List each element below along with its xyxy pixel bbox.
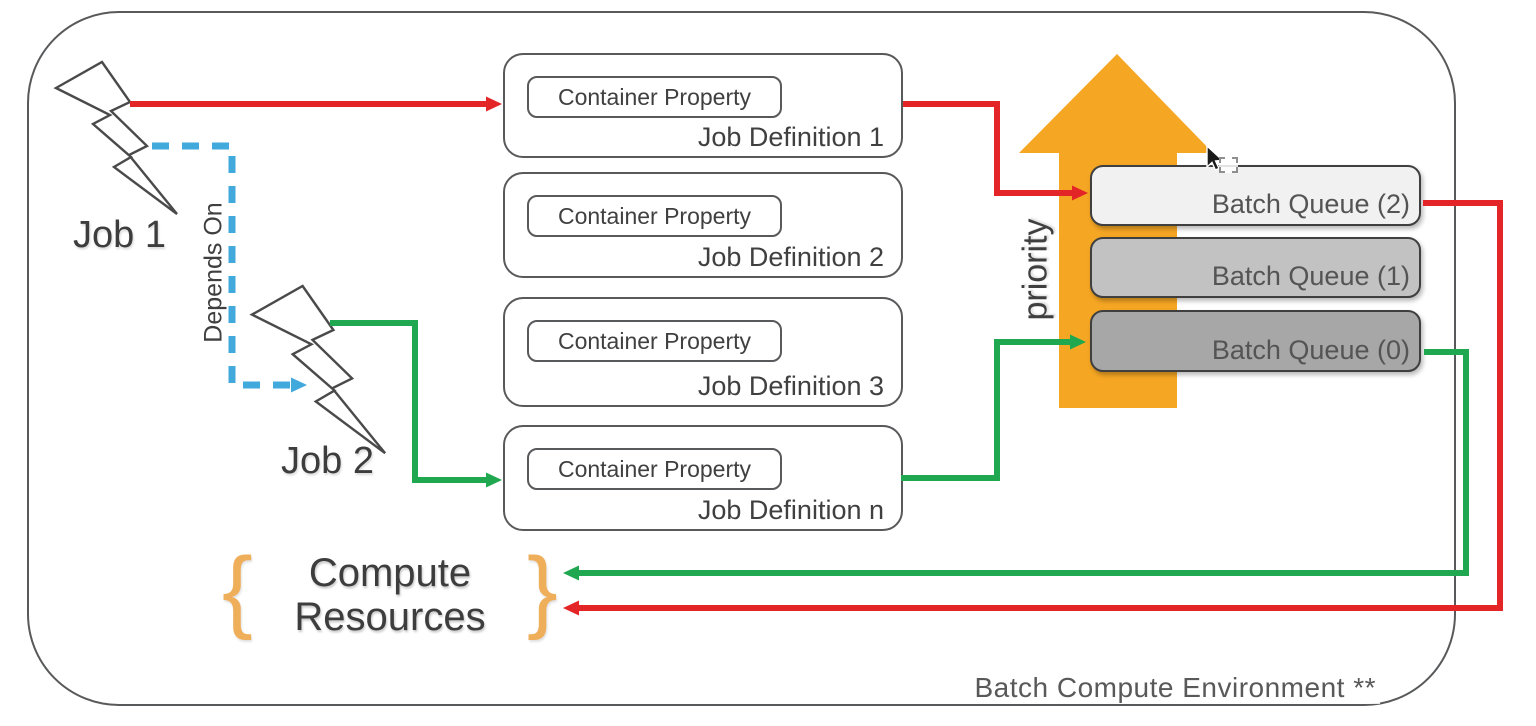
job-definition-1-box[interactable]: Container Property Job Definition 1 [503,53,903,158]
open-brace-icon: { [222,539,253,641]
job-definition-2-box[interactable]: Container Property Job Definition 2 [503,172,903,278]
compute-resources-line2: Resources [294,595,486,639]
job-2-label: Job 2 [281,440,374,482]
depends-on-label: Depends On [199,202,228,343]
selection-ants-box[interactable] [1219,157,1238,173]
container-property-box[interactable]: Container Property [527,76,782,118]
close-brace-icon: } [527,539,558,641]
job-1-label: Job 1 [73,214,166,256]
environment-label: Batch Compute Environment ** [900,672,1380,704]
container-property-box[interactable]: Container Property [527,448,782,490]
compute-resources-label: Compute Resources [255,551,525,639]
job-definition-n-label: Job Definition n [697,495,884,525]
batch-queue-2-box[interactable]: Batch Queue (2) [1090,165,1421,226]
container-property-box[interactable]: Container Property [527,195,782,237]
job-definition-3-box[interactable]: Container Property Job Definition 3 [503,297,903,407]
container-property-box[interactable]: Container Property [527,320,782,362]
batch-queue-0-box[interactable]: Batch Queue (0) [1090,310,1421,372]
priority-label: priority [1016,218,1055,321]
compute-resources-line1: Compute [308,551,472,595]
job-definition-1-label: Job Definition 1 [697,122,884,152]
job-definition-2-label: Job Definition 2 [697,242,884,272]
job-definition-n-box[interactable]: Container Property Job Definition n [503,425,903,531]
batch-queue-1-box[interactable]: Batch Queue (1) [1090,237,1421,298]
job-definition-3-label: Job Definition 3 [697,371,884,401]
